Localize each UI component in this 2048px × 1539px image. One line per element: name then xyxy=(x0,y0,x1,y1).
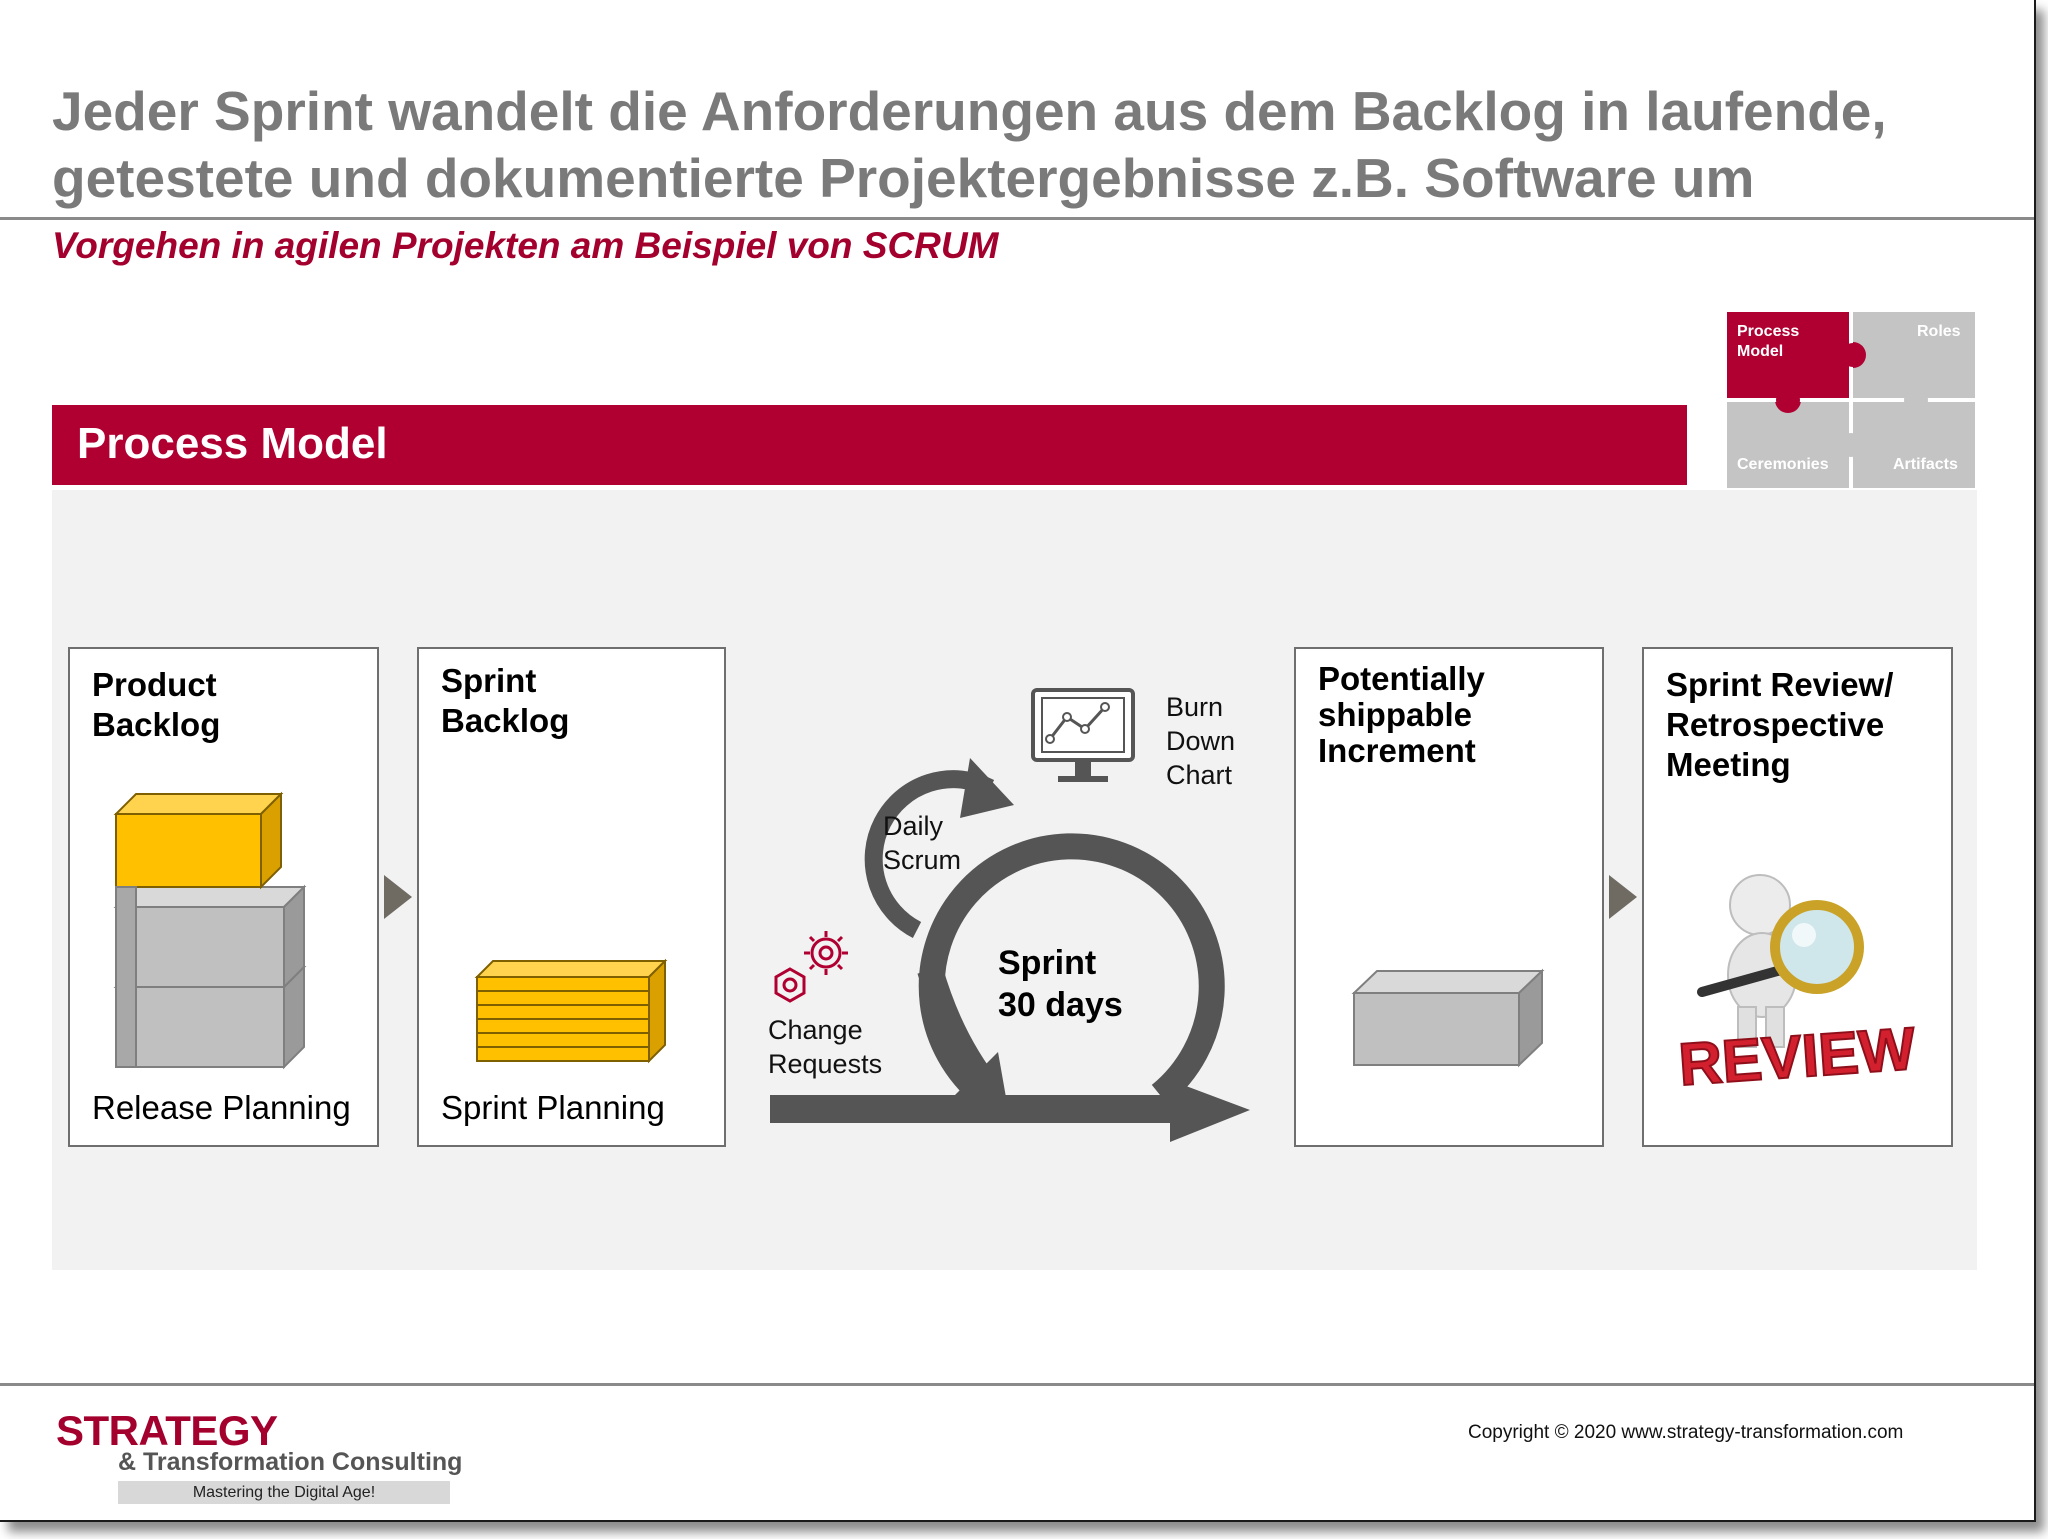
puzzle-label-process-model: Process Model xyxy=(1737,323,1800,360)
review-magnifier-figure-icon: REVIEW xyxy=(1676,874,1919,1099)
footer-divider xyxy=(0,1383,2034,1386)
release-planning-label: Release Planning xyxy=(92,1089,351,1126)
product-backlog-title: Product Backlog xyxy=(92,666,221,743)
chevron-right-icon xyxy=(384,875,412,919)
section-header-bar: Process Model xyxy=(52,405,1687,485)
title-divider xyxy=(0,217,2034,220)
review-box: Sprint Review/ Retrospective Meeting REV… xyxy=(1642,647,1953,1147)
increment-title: Potentially shippable Increment xyxy=(1318,660,1485,769)
sprint-loop-arrowhead xyxy=(932,1052,1010,1120)
puzzle-tile-ceremonies[interactable] xyxy=(1727,402,1849,488)
sprint-backlog-stack-icon xyxy=(474,958,668,1064)
sprint-backlog-title: Sprint Backlog xyxy=(441,662,570,739)
section-title: Process Model xyxy=(77,419,388,468)
daily-scrum-loop-arrow xyxy=(864,770,995,938)
scrum-puzzle-navigator: Process Model Roles Ceremonies Artifacts xyxy=(1727,312,1977,488)
sprint-planning-label: Sprint Planning xyxy=(441,1089,665,1126)
brand-tagline: Mastering the Digital Age! xyxy=(118,1481,450,1504)
monitor-chart-icon xyxy=(1031,688,1135,782)
review-stamp-text: REVIEW xyxy=(1677,1015,1918,1098)
puzzle-tile-artifacts[interactable] xyxy=(1853,402,1975,488)
product-backlog-box: Product Backlog Release Planning xyxy=(68,647,379,1147)
sprint-backlog-box: Sprint Backlog Sprint Planning xyxy=(417,647,726,1147)
puzzle-label-roles: Roles xyxy=(1917,323,1961,340)
gears-icon xyxy=(774,931,848,1003)
slide-title: Jeder Sprint wandelt die Anforderungen a… xyxy=(52,80,1887,209)
chevron-right-icon xyxy=(1609,875,1637,919)
copyright-notice: Copyright © 2020 www.strategy-transforma… xyxy=(1468,1422,1904,1443)
review-title: Sprint Review/ Retrospective Meeting xyxy=(1666,666,1894,783)
daily-scrum-label: Daily Scrum xyxy=(883,811,962,875)
change-requests-label: Change Requests xyxy=(768,1015,883,1079)
brand-subtitle: & Transformation Consulting xyxy=(118,1448,463,1476)
puzzle-tile-roles[interactable] xyxy=(1853,312,1975,398)
puzzle-tile-process-model[interactable] xyxy=(1727,312,1849,398)
puzzle-knobs-icon xyxy=(1727,312,1977,488)
sprint-duration-label: Sprint 30 days xyxy=(998,944,1123,1024)
brand-logo: STRATEGY xyxy=(56,1407,278,1454)
product-backlog-stack-icon xyxy=(113,791,307,1070)
puzzle-label-ceremonies: Ceremonies xyxy=(1737,456,1829,473)
puzzle-label-artifacts: Artifacts xyxy=(1893,456,1958,473)
burn-down-chart-label: Burn Down Chart xyxy=(1166,692,1236,790)
increment-block-icon xyxy=(1351,968,1545,1068)
increment-box: Potentially shippable Increment xyxy=(1294,647,1604,1147)
daily-scrum-arrowhead xyxy=(960,758,1014,818)
sprint-cycle-diagram xyxy=(770,758,1250,1142)
slide-subtitle: Vorgehen in agilen Projekten am Beispiel… xyxy=(52,225,999,266)
flow-arrow-head xyxy=(1170,1080,1250,1142)
